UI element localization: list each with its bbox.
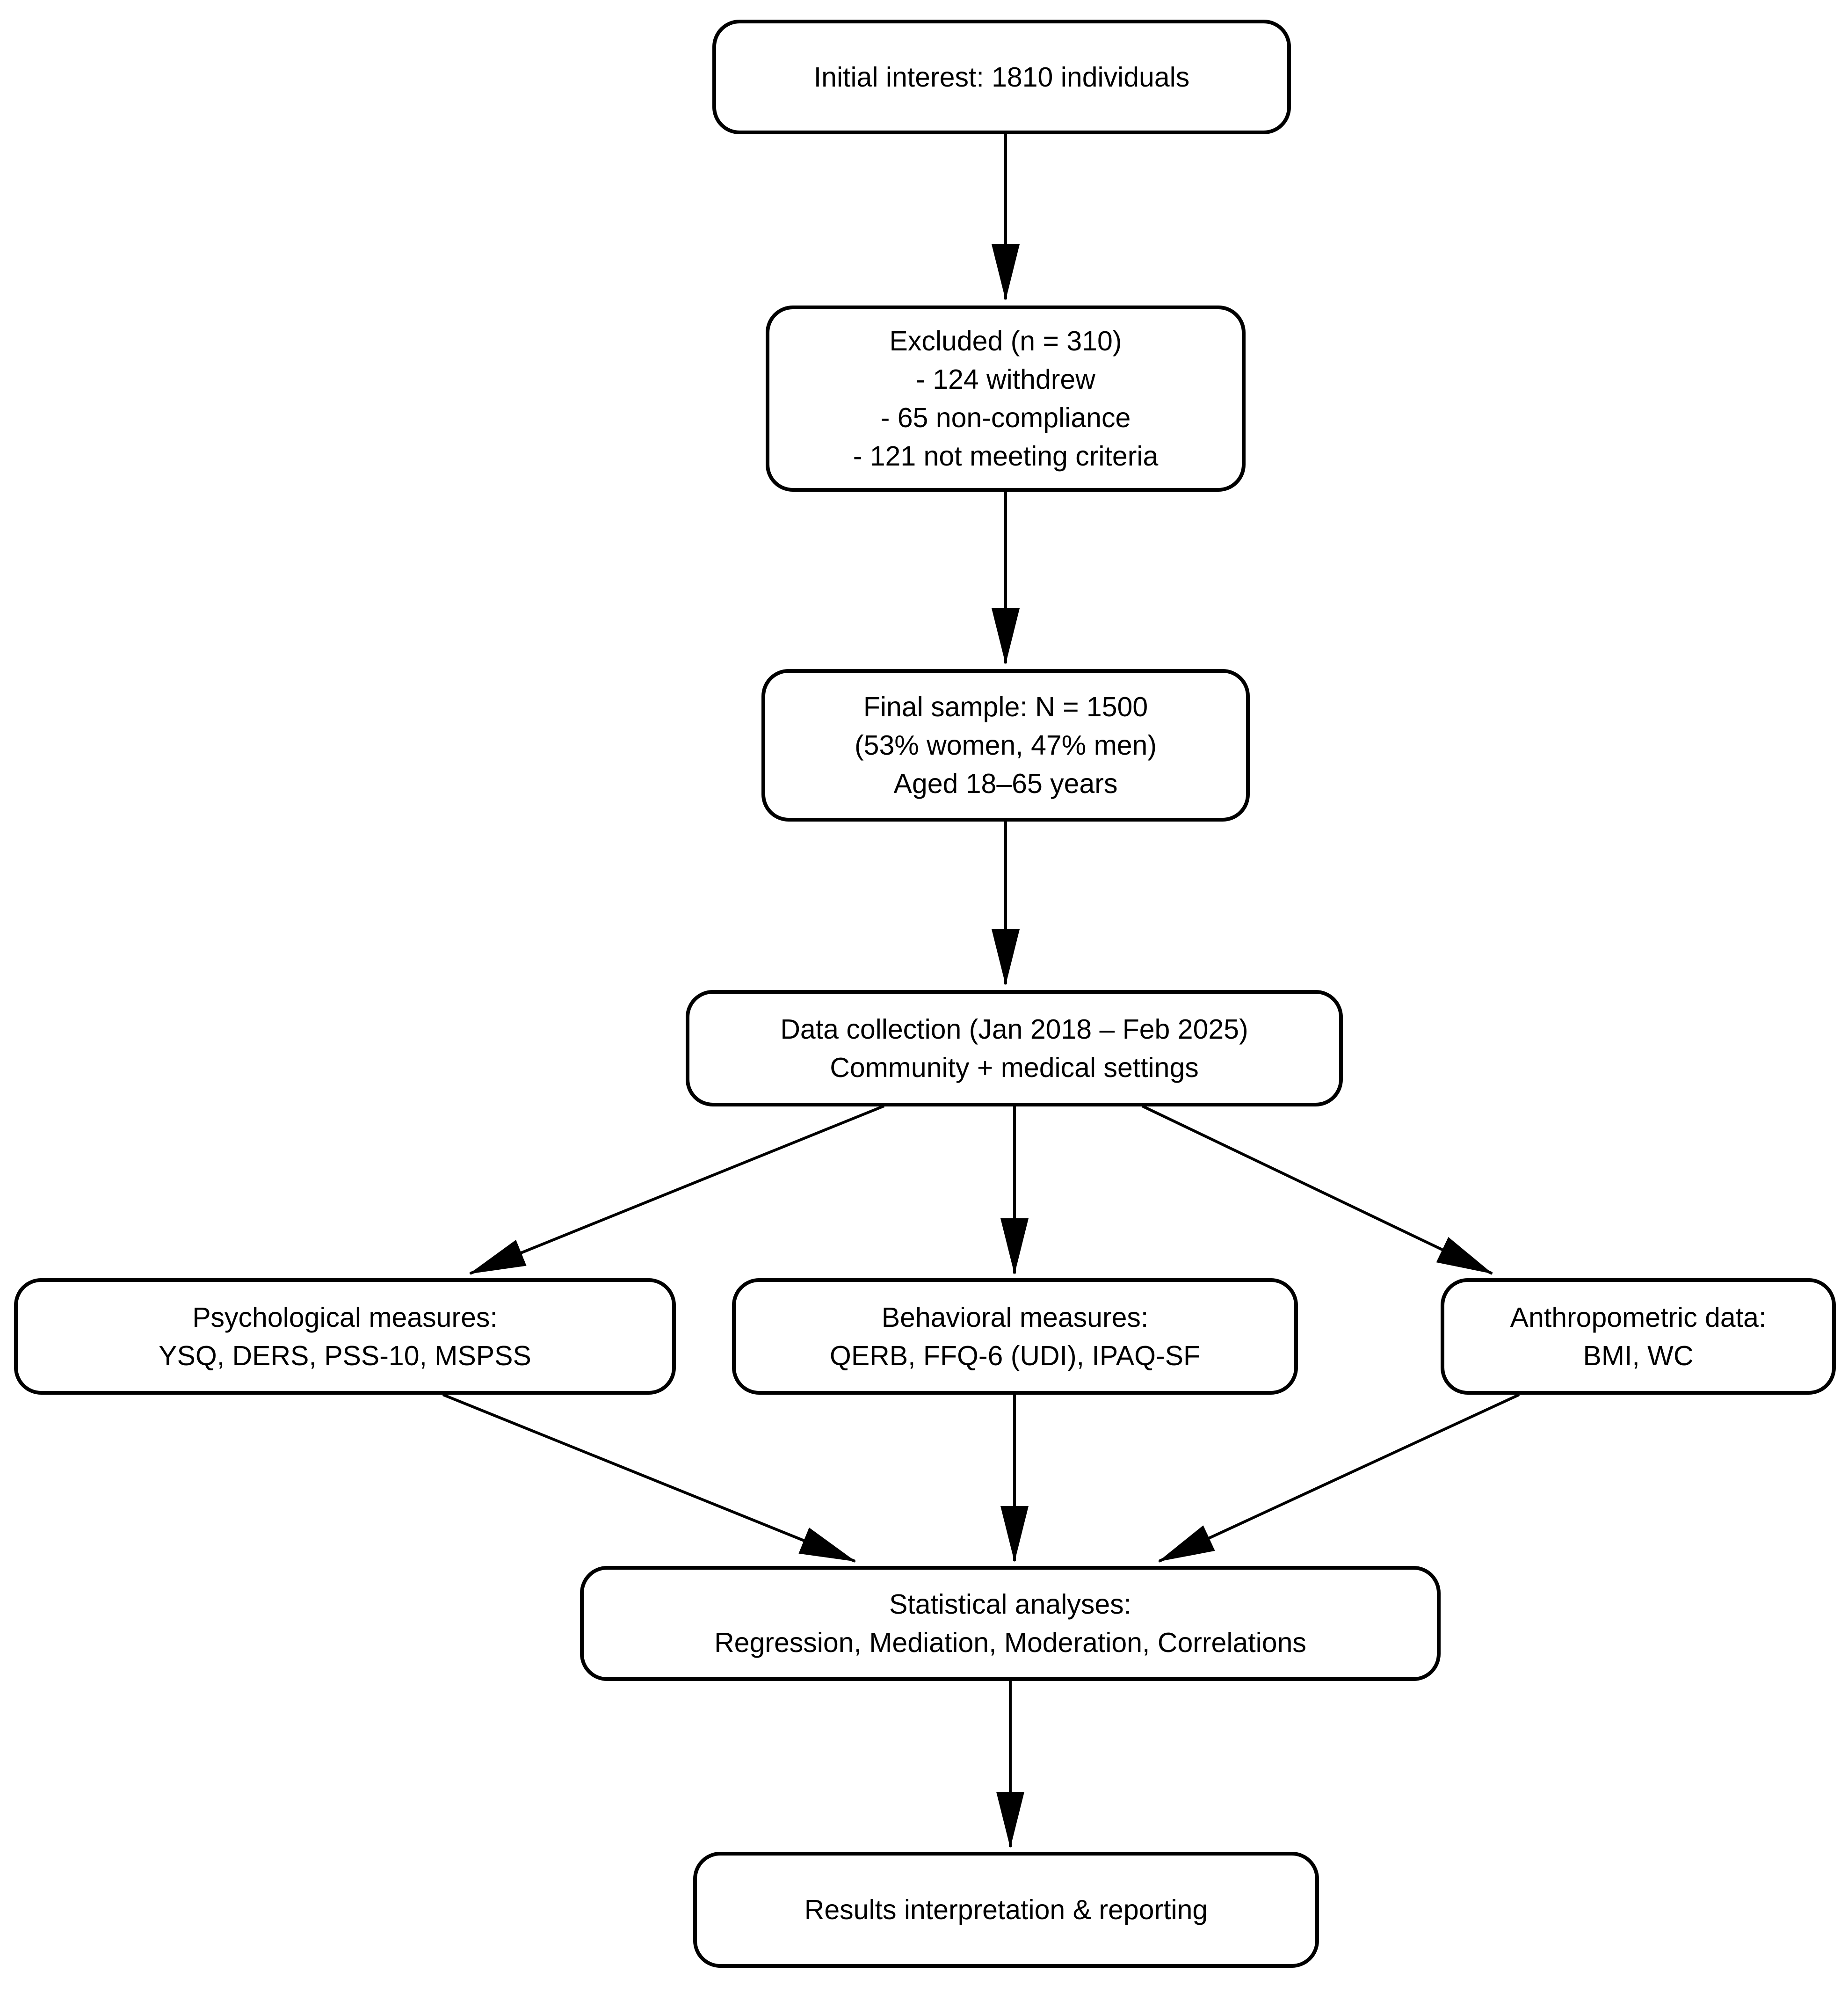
node-initial-interest: Initial interest: 1810 individuals bbox=[712, 20, 1291, 134]
node-text-line: Results interpretation & reporting bbox=[804, 1894, 1208, 1925]
node-text-line: Initial interest: 1810 individuals bbox=[813, 61, 1190, 93]
node-text-line: BMI, WC bbox=[1583, 1340, 1694, 1371]
node-text-line: Data collection (Jan 2018 – Feb 2025) bbox=[780, 1013, 1248, 1045]
node-statistical-analyses: Statistical analyses: Regression, Mediat… bbox=[580, 1566, 1441, 1681]
node-behavioral-measures: Behavioral measures: QERB, FFQ-6 (UDI), … bbox=[732, 1278, 1298, 1395]
node-text-line: Community + medical settings bbox=[830, 1052, 1199, 1083]
node-anthropometric-data: Anthropometric data: BMI, WC bbox=[1441, 1278, 1836, 1395]
node-text-line: Excluded (n = 310) bbox=[889, 326, 1122, 357]
node-text-line: Regression, Mediation, Moderation, Corre… bbox=[714, 1627, 1306, 1658]
node-psychological-measures: Psychological measures: YSQ, DERS, PSS-1… bbox=[14, 1278, 676, 1395]
arrow-collection-to-anthropometric bbox=[1141, 1105, 1493, 1275]
node-text-line: QERB, FFQ-6 (UDI), IPAQ-SF bbox=[829, 1340, 1201, 1371]
node-text-line: YSQ, DERS, PSS-10, MSPSS bbox=[159, 1340, 531, 1371]
node-text-line: - 65 non-compliance bbox=[880, 402, 1131, 433]
arrow-collection-to-psychological bbox=[469, 1105, 885, 1275]
node-text-line: Final sample: N = 1500 bbox=[863, 691, 1148, 722]
node-text-line: - 121 not meeting criteria bbox=[853, 441, 1159, 472]
arrow-anthropometric-to-statistical bbox=[1158, 1393, 1520, 1563]
node-text-line: Statistical analyses: bbox=[889, 1589, 1132, 1620]
node-text-line: Behavioral measures: bbox=[881, 1302, 1149, 1333]
node-excluded: Excluded (n = 310) - 124 withdrew - 65 n… bbox=[766, 306, 1246, 492]
node-results-reporting: Results interpretation & reporting bbox=[693, 1852, 1319, 1968]
node-final-sample: Final sample: N = 1500 (53% women, 47% m… bbox=[761, 669, 1250, 822]
arrow-psychological-to-statistical bbox=[442, 1393, 856, 1563]
node-text-line: (53% women, 47% men) bbox=[854, 730, 1157, 761]
node-text-line: Psychological measures: bbox=[192, 1302, 498, 1333]
node-text-line: Aged 18–65 years bbox=[893, 768, 1118, 799]
node-data-collection: Data collection (Jan 2018 – Feb 2025) Co… bbox=[686, 990, 1343, 1106]
node-text-line: - 124 withdrew bbox=[916, 364, 1095, 395]
node-text-line: Anthropometric data: bbox=[1510, 1302, 1767, 1333]
